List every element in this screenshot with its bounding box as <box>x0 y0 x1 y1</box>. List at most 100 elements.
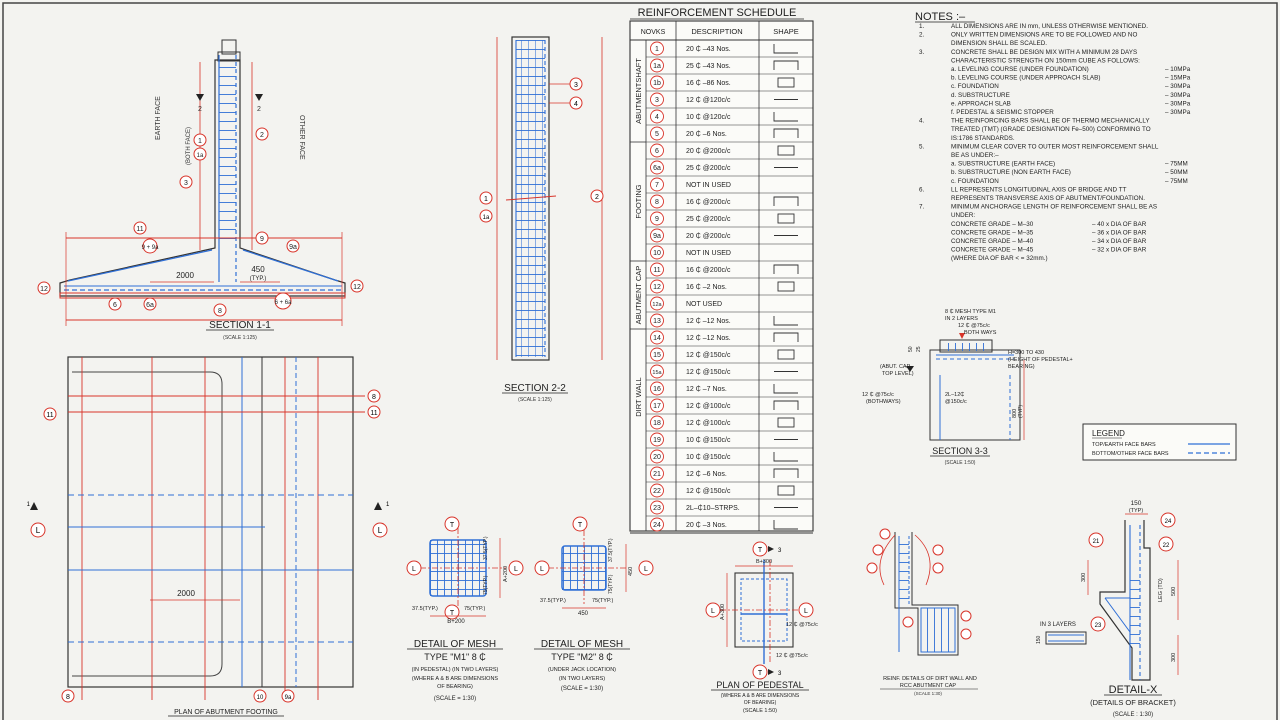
m1-dim-375-v: 37.5(TYP.) <box>483 536 489 560</box>
m1-dim-b: B+200 <box>447 619 465 625</box>
mark-1a-stem: 1a <box>197 153 204 159</box>
schedule-group-label: FOOTING <box>634 184 643 218</box>
schedule-mark-circle <box>650 364 664 379</box>
schedule-header-shape: SHAPE <box>773 27 798 36</box>
sec22-mark-2: 2 <box>595 194 599 201</box>
note-text: MINIMUM ANCHORAGE LENGTH OF REINFORCEMEN… <box>951 204 1157 211</box>
m1-note-3: OF BEARING) <box>437 684 473 690</box>
note-value: – 30MPa <box>1165 83 1191 90</box>
sec33-dim-typ: (TYP) <box>1018 405 1024 418</box>
note-text: CONCRETE SHALL BE DESIGN MIX WITH A MINI… <box>951 49 1137 56</box>
schedule-mark-circle <box>650 466 664 481</box>
schedule-description: 12 ₵ @100c/c <box>686 402 731 410</box>
sec33-mesh-note-4: BOTH WAYS <box>964 330 997 336</box>
schedule-bar-shape <box>773 452 798 462</box>
m1-axis-L-left: L <box>412 566 416 573</box>
ped-bar-1: 12 ₵ @75c/c <box>786 621 818 628</box>
schedule-bar-shape <box>773 44 798 54</box>
detailx-mark-23: 23 <box>1095 623 1102 629</box>
schedule-description: 25 ₵ @200c/c <box>686 215 731 223</box>
note-text: e. APPROACH SLAB <box>951 100 1011 107</box>
schedule-mark-circle <box>650 177 664 192</box>
schedule-description: NOT IN USED <box>686 182 731 189</box>
note-number: 1. <box>919 23 925 30</box>
schedule-group-label: DIRT WALL <box>634 377 643 416</box>
schedule-mark: 1 <box>655 46 659 53</box>
schedule-description: 10 ₵ @150c/c <box>686 436 731 444</box>
schedule-mark: 1a <box>653 63 661 70</box>
schedule-description: 12 ₵ @150c/c <box>686 487 731 495</box>
mark-9-9a: 9 + 9a <box>142 245 160 251</box>
note-text: CONCRETE GRADE – M–35 <box>951 229 1034 236</box>
schedule-description: 16 ₵ @200c/c <box>686 198 731 206</box>
schedule-mark: 16 <box>653 386 661 393</box>
plan-mark-11-left: 11 <box>46 412 53 419</box>
detailx-dim-500: 500 <box>1171 587 1177 596</box>
schedule-mark: 9a <box>653 233 661 240</box>
schedule-bar-shape <box>773 316 798 326</box>
schedule-description: 10 ₵ @120c/c <box>686 113 731 121</box>
section-2-2: 1 1a 2 3 4 SECTION 2-2 (SCALE 1:125) <box>479 36 604 403</box>
m1-type: TYPE "M1" 8 ₵ <box>424 652 486 662</box>
schedule-mark: 11 <box>653 267 660 274</box>
note-number: 4. <box>919 118 925 125</box>
schedule-description: 12 ₵ @150c/c <box>686 351 731 359</box>
note-text: REPRESENTS TRANSVERSE AXIS OF ABUTMENT/F… <box>951 195 1145 202</box>
note-text: a. LEVELING COURSE (UNDER FOUNDATION) <box>951 66 1089 73</box>
ped-axis-T-top: T <box>758 547 763 554</box>
schedule-mark: 8 <box>655 199 659 206</box>
ped-dim-b: B+300 <box>756 559 772 565</box>
note-text: b. LEVELING COURSE (UNDER APPROACH SLAB) <box>951 75 1100 82</box>
schedule-mark: 13 <box>653 318 661 325</box>
schedule-bar-shape <box>773 196 799 206</box>
schedule-mark: 14 <box>653 335 661 342</box>
schedule-mark-circle <box>650 313 664 328</box>
sec33-bar-4: @150c/c <box>945 399 967 405</box>
section-cut-tag-right: 2 <box>257 106 261 113</box>
schedule-bar-shape <box>773 520 798 530</box>
schedule-group-label: ABUTMENTSHAFT <box>634 58 643 124</box>
m1-axis-L-right: L <box>514 566 518 573</box>
schedule-description: 16 ₵ @200c/c <box>686 266 731 274</box>
plan-of-pedestal: T 3 T 3 L L B+300 A+300 12 ₵ @75c/c 12 ₵… <box>705 541 818 714</box>
dirt-wall-detail: REINF. DETAILS OF DIRT WALL AND RCC ABUT… <box>866 528 978 696</box>
sec33-mesh-note-2: IN 2 LAYERS <box>945 316 978 322</box>
detail-mesh-m1: T T L L A+200 37.5(TYP.) 75(TYP.) 37.5(T… <box>406 516 524 702</box>
schedule-group-label: ABUTMENT CAP <box>634 266 643 325</box>
legend-item-2: BOTTOM/OTHER FACE BARS <box>1092 451 1169 457</box>
mark-12-left: 12 <box>40 286 48 293</box>
schedule-mark: 6a <box>653 165 661 172</box>
sec33-h-note-2: (HEIGHT OF PEDESTAL+ <box>1008 357 1073 363</box>
mark-8: 8 <box>218 308 222 315</box>
note-value: – 75MM <box>1165 161 1188 168</box>
schedule-bar-shape <box>773 332 799 342</box>
m1-dim-75: 75(TYP.) <box>464 606 485 612</box>
section22-title: SECTION 2-2 <box>504 383 566 394</box>
schedule-description: NOT USED <box>686 301 722 308</box>
dirtwall-title-2: RCC ABUTMENT CAP <box>900 683 956 689</box>
detailx-subtitle: (DETAILS OF BRACKET) <box>1090 698 1176 707</box>
note-value: – 30MPa <box>1165 92 1191 99</box>
mark-11: 11 <box>136 226 143 233</box>
pedestal-note-2: OF BEARING) <box>744 700 777 706</box>
plan-mark-11-right: 11 <box>370 410 377 417</box>
ped-axis-L-left: L <box>711 608 715 615</box>
sec22-mark-4: 4 <box>574 101 578 108</box>
schedule-mark-circle <box>650 58 664 73</box>
schedule-bar-shape <box>773 60 799 70</box>
note-number: 6. <box>919 186 925 193</box>
schedule-bar-shape <box>777 77 795 88</box>
detailx-dim-300-top: 300 <box>1081 573 1087 582</box>
schedule-description: 20 ₵ –3 Nos. <box>686 521 727 529</box>
schedule-description: 25 ₵ @200c/c <box>686 164 731 172</box>
schedule-mark-circle <box>650 381 664 396</box>
sec33-bar-3: 2L–12₵ <box>945 391 964 398</box>
note-value: – 15MPa <box>1165 75 1191 82</box>
schedule-mark: 22 <box>653 488 661 495</box>
detailx-layers: IN 3 LAYERS <box>1040 622 1076 628</box>
notes: NOTES :– 1.ALL DIMENSIONS ARE IN mm, UNL… <box>915 11 1191 262</box>
sec33-dim-50: 50 <box>908 346 914 352</box>
m2-dim-450: 450 <box>578 611 589 617</box>
schedule-mark: 23 <box>653 505 661 512</box>
